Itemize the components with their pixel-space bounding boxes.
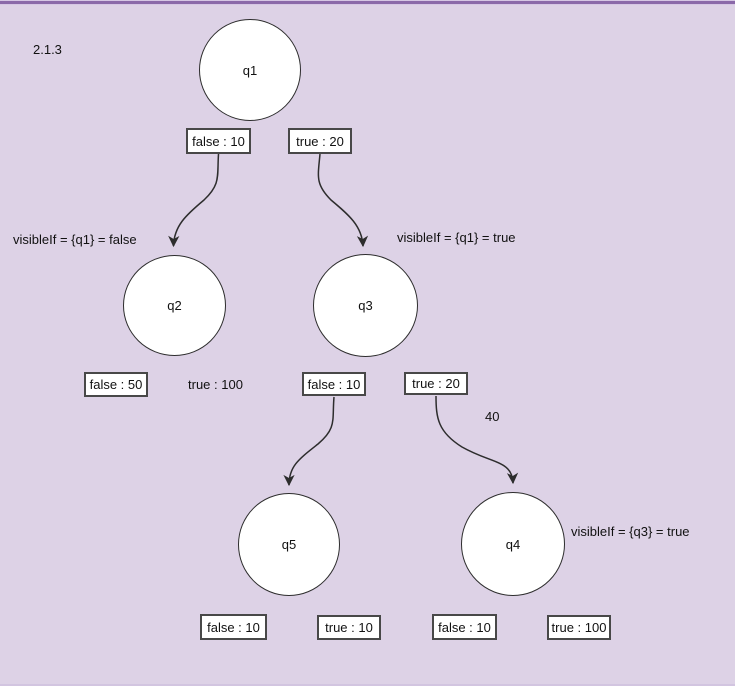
value-label-q2-true: true : 100	[188, 377, 243, 392]
node-q3[interactable]: q3	[313, 254, 418, 357]
value-box-q3-false[interactable]: false : 10	[302, 372, 366, 396]
value-box-q4-false[interactable]: false : 10	[432, 614, 497, 640]
node-q3-label: q3	[358, 298, 373, 313]
visible-if-label-q2: visibleIf = {q1} = false	[13, 232, 137, 247]
version-label: 2.1.3	[33, 42, 62, 57]
window-top-border	[0, 0, 735, 5]
window-bottom-border	[0, 684, 735, 686]
node-q4[interactable]: q4	[461, 492, 565, 596]
edge-q3-true-to-q4[interactable]	[435, 395, 519, 485]
node-q5[interactable]: q5	[238, 493, 340, 596]
value-box-q2-false[interactable]: false : 50	[84, 372, 148, 397]
value-box-q5-true[interactable]: true : 10	[317, 615, 381, 640]
node-q2[interactable]: q2	[123, 255, 226, 356]
value-box-q3-true[interactable]: true : 20	[404, 372, 468, 395]
value-box-q4-true[interactable]: true : 100	[547, 615, 611, 640]
visible-if-label-q3: visibleIf = {q1} = true	[397, 230, 516, 245]
node-q1[interactable]: q1	[199, 19, 301, 121]
value-box-q1-true[interactable]: true : 20	[288, 128, 352, 154]
edge-q3-false-to-q5[interactable]	[283, 396, 335, 487]
visible-if-label-q4: visibleIf = {q3} = true	[571, 524, 690, 539]
node-q4-label: q4	[505, 536, 521, 552]
edge-weight-label: 40	[485, 409, 500, 424]
edge-q1-true-to-q3[interactable]	[317, 153, 369, 248]
node-q5-label: q5	[281, 537, 297, 552]
node-q1-label: q1	[242, 62, 258, 78]
value-box-q5-false[interactable]: false : 10	[200, 614, 267, 640]
edge-q1-false-to-q2[interactable]	[168, 153, 220, 248]
value-box-q1-false[interactable]: false : 10	[186, 128, 251, 154]
node-q2-label: q2	[167, 298, 182, 313]
